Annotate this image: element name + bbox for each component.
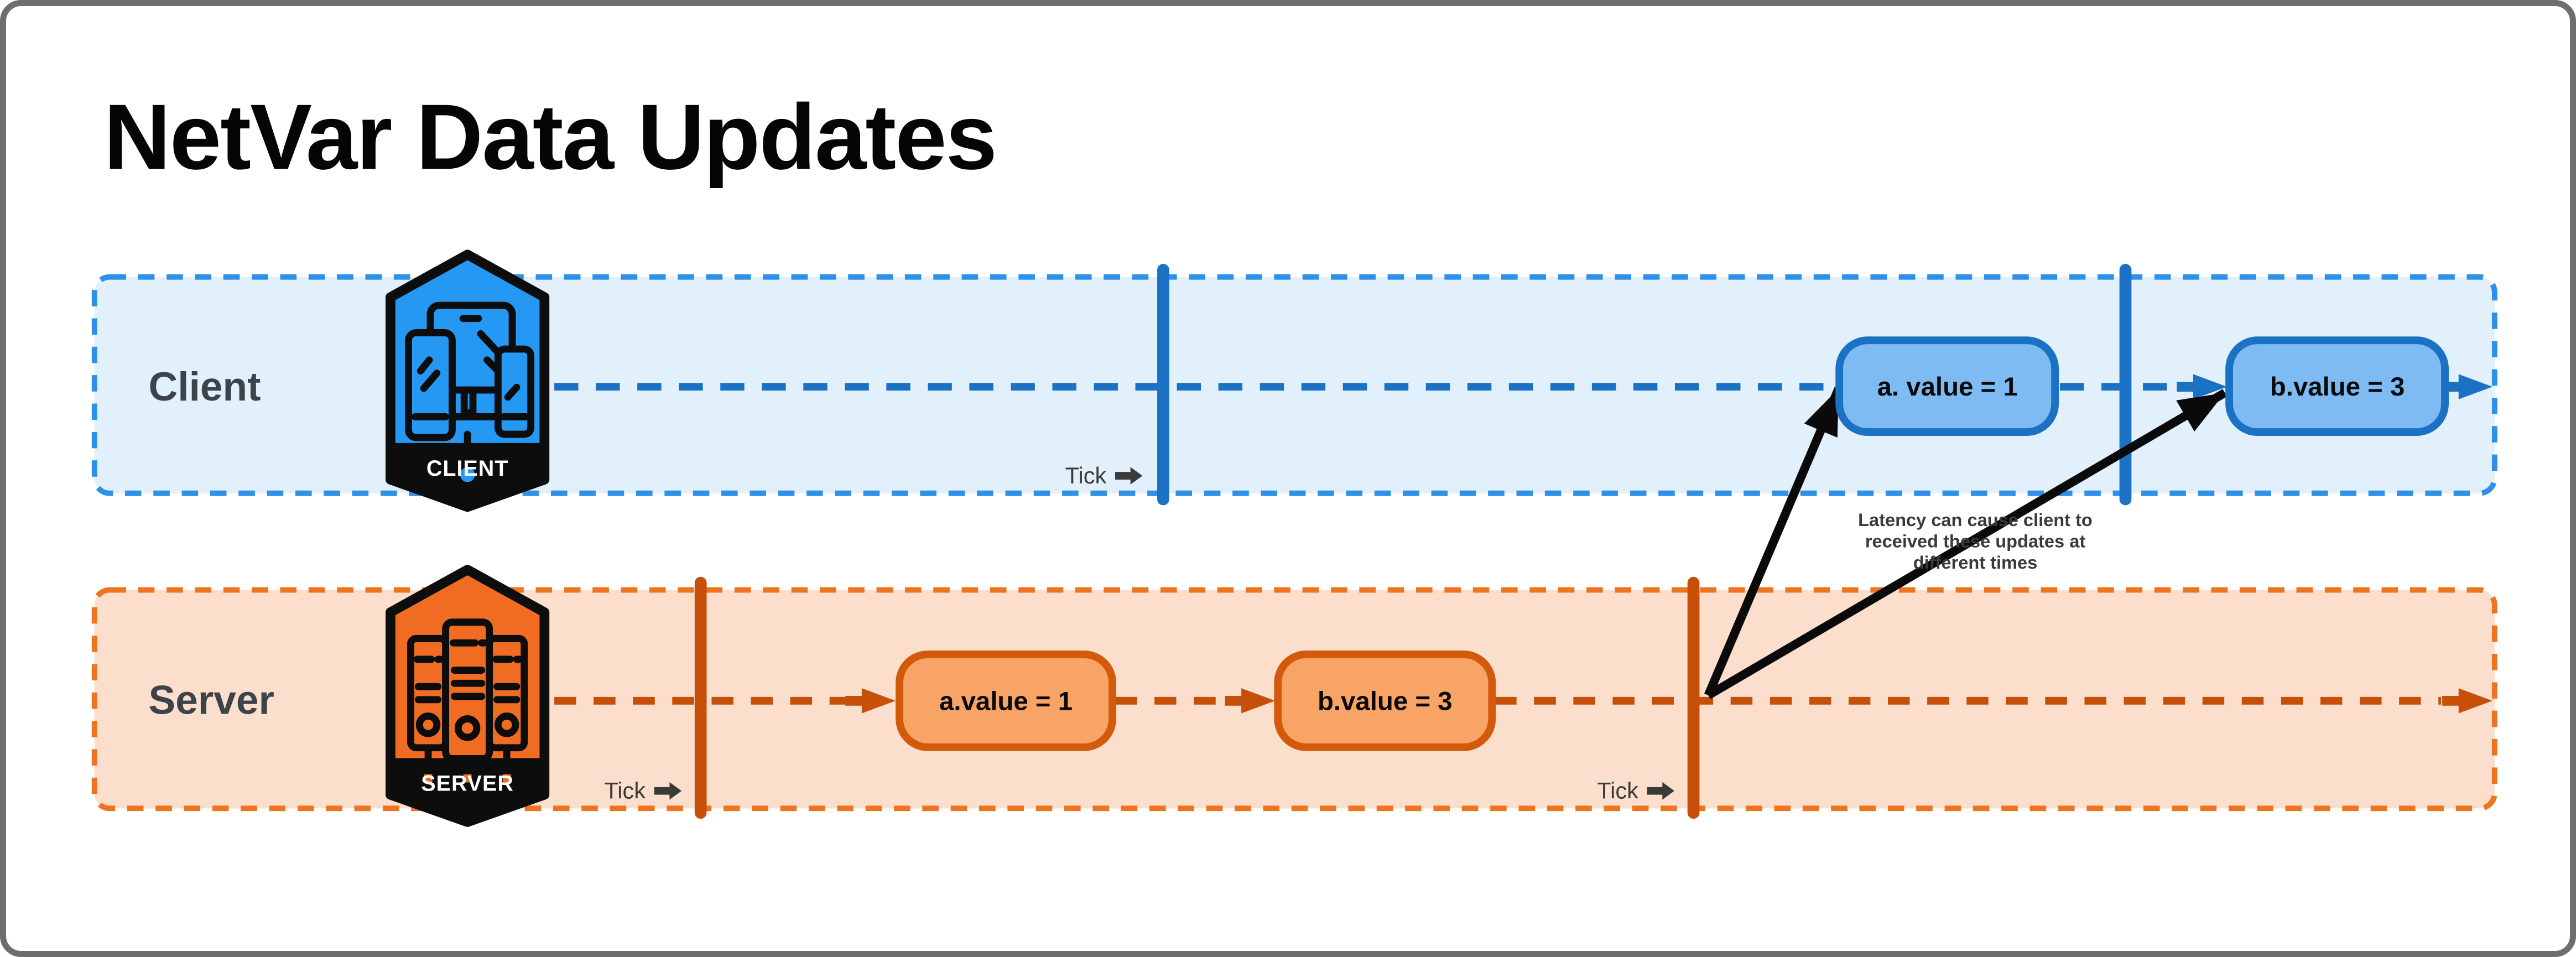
tick-label-text: Tick [1065,462,1107,488]
server-tick-label-1: Tick [605,778,682,804]
tick-label-text: Tick [605,778,646,804]
client-lane-label: Client [149,365,261,409]
client-timeline [554,374,2492,399]
event-box-label: b.value = 3 [2270,372,2405,402]
annotation-line: received these updates at [1865,531,2086,551]
latency-arrow-to-client-b [1706,389,2228,699]
client-lane [91,274,2497,496]
annotation-line: Latency can cause client to [1858,510,2093,530]
event-box [896,650,1116,751]
server-hexagon-badge: SERVER [386,564,550,827]
client-devices-icon [405,301,535,490]
server-event-a: a.value = 1 [896,650,1116,751]
page-title: NetVar Data Updates [104,85,996,189]
client-tick-label: Tick [1065,462,1143,488]
event-box [1274,650,1496,751]
hexagon-border [386,564,550,827]
server-event-b: b.value = 3 [1274,650,1496,751]
server-lane-label: Server [149,678,274,723]
tick-label-text: Tick [1597,778,1638,804]
event-box [2225,336,2449,436]
server-badge-label: SERVER [421,772,514,796]
event-box [1835,336,2059,436]
event-box-label: b.value = 3 [1318,687,1453,716]
server-timeline [554,688,2492,714]
client-event-a: a. value = 1 [1835,336,2059,436]
server-tick-label-2: Tick [1597,778,1675,804]
netvar-diagram: NetVar Data Updates Client Server Tick T… [91,85,2497,827]
client-event-b: b.value = 3 [2225,336,2449,436]
latency-arrow-to-client-a [1704,387,1843,698]
annotation-line: different times [1913,553,2037,573]
client-badge-label: CLIENT [426,456,509,481]
hexagon-border [386,249,550,512]
latency-annotation: Latency can cause client to received the… [1858,510,2093,573]
server-racks-icon [407,618,528,790]
client-hexagon-badge: CLIENT [386,249,550,512]
event-box-label: a.value = 1 [939,687,1073,716]
event-box-label: a. value = 1 [1877,372,2018,402]
